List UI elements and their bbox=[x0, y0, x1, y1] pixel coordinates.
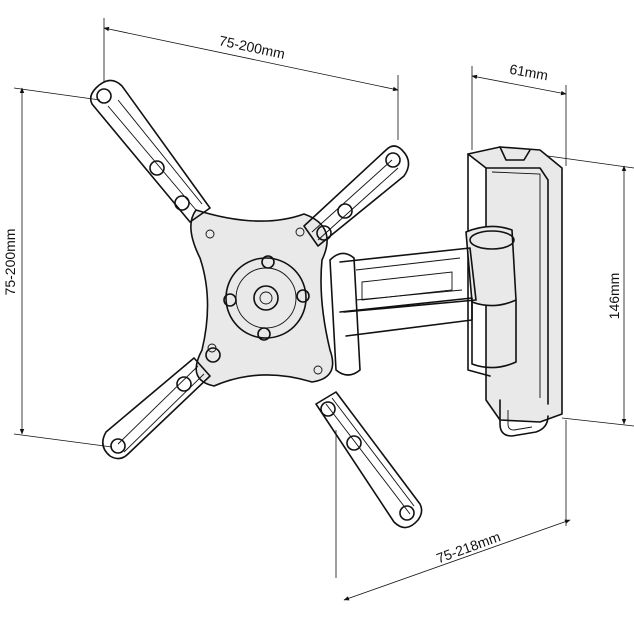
dim-depth: 61mm bbox=[508, 61, 549, 84]
dim-plate-height: 146mm bbox=[606, 273, 622, 320]
dim-top-width: 75-200mm bbox=[218, 32, 287, 62]
dim-left-height: 75-200mm bbox=[2, 229, 18, 296]
swivel-arm bbox=[329, 225, 517, 376]
dimension-lines bbox=[13, 18, 634, 601]
vesa-plate bbox=[89, 79, 423, 529]
